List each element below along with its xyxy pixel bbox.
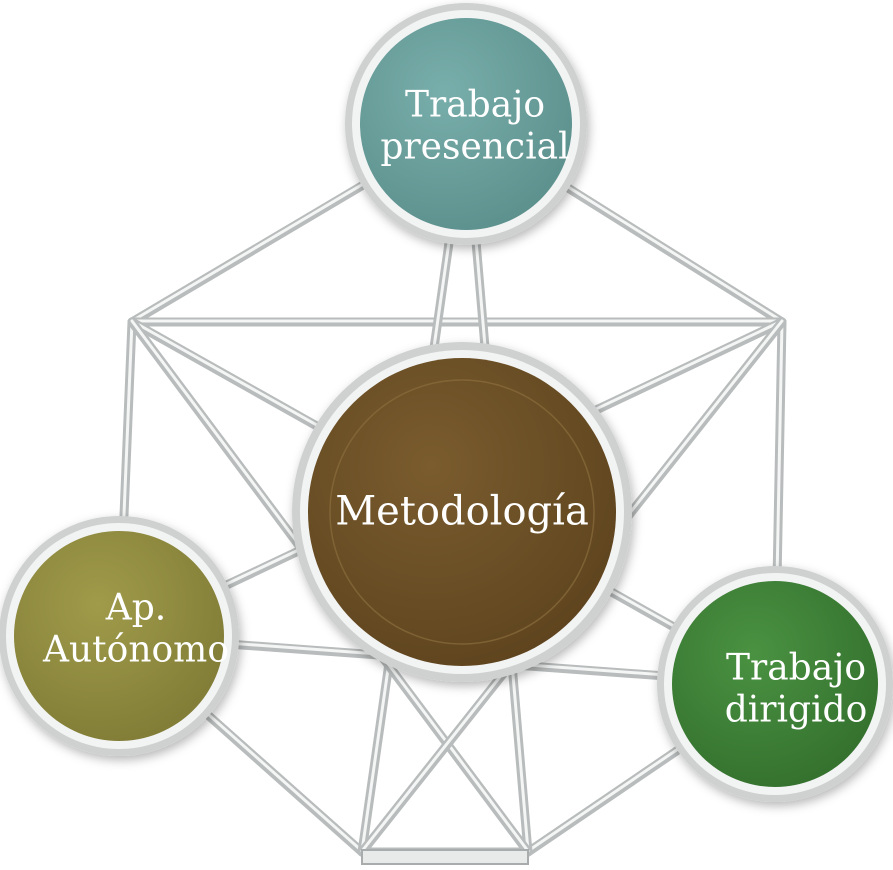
left-node-label-line-2: Autónomo bbox=[43, 630, 229, 671]
right-node-label: Trabajo dirigido bbox=[725, 648, 868, 733]
left-node-label-line-1: Ap. bbox=[105, 587, 167, 629]
base-bar bbox=[361, 849, 529, 865]
top-node bbox=[345, 3, 587, 245]
right-node-label-line-2: dirigido bbox=[724, 690, 868, 731]
right-node-label-line-1: Trabajo bbox=[725, 647, 867, 689]
top-node-label: Trabajo presencial bbox=[380, 85, 569, 170]
right-node bbox=[657, 566, 893, 802]
left-node-label: Ap. Autónomo bbox=[43, 588, 229, 673]
center-node-label-text: Metodología bbox=[335, 488, 589, 535]
center-node-label: Metodología bbox=[335, 488, 589, 535]
top-node-label-line-2: presencial bbox=[380, 127, 570, 168]
center-node bbox=[292, 342, 632, 682]
top-node-label-line-1: Trabajo bbox=[404, 84, 546, 126]
left-node bbox=[0, 516, 239, 756]
